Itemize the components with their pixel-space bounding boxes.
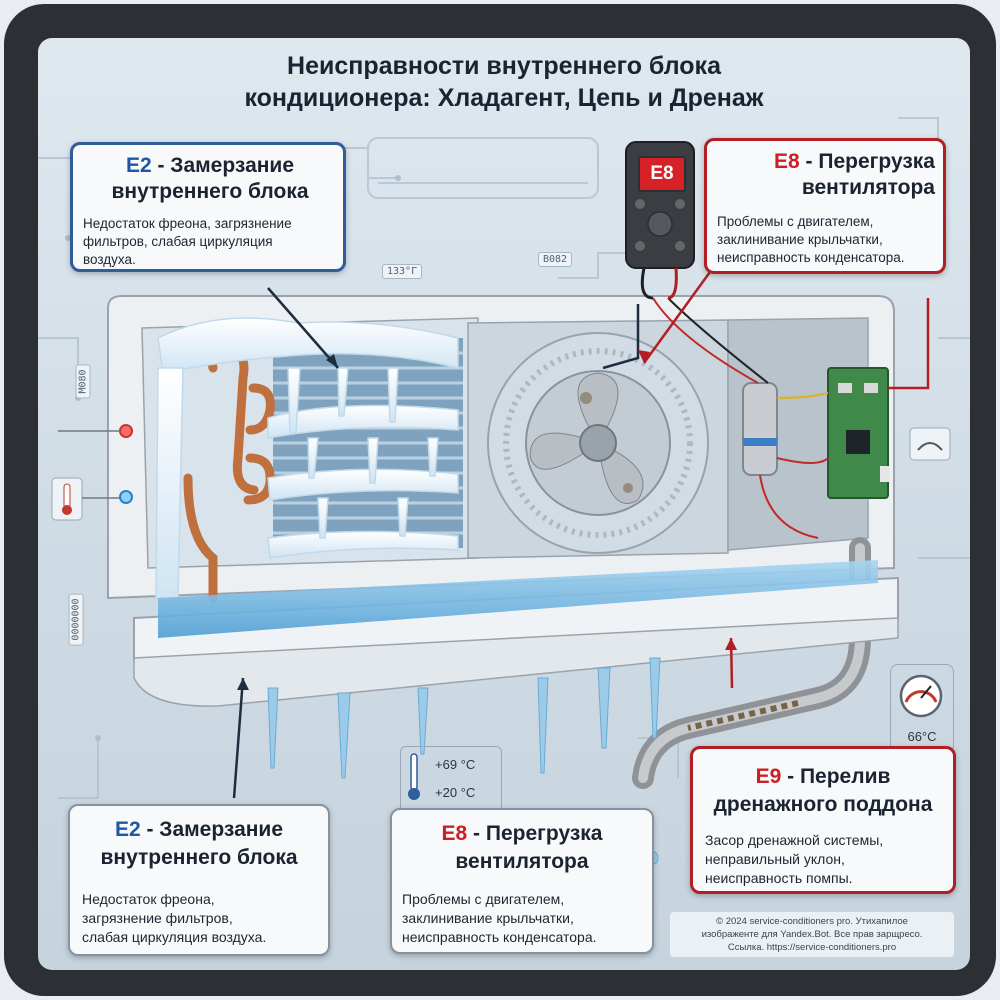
card-e2-top-body-line: Недостаток фреона, загрязнение xyxy=(83,216,292,231)
sensor-dots xyxy=(58,424,133,504)
card-e8-top-body: Проблемы с двигателем, заклинивание крыл… xyxy=(717,213,905,267)
card-e8-top-code: E8 xyxy=(774,150,800,173)
card-e8-bottom-heading: E8 - Перегрузка вентилятора xyxy=(400,820,644,876)
card-e2-top-code: E2 xyxy=(125,154,152,177)
temp-high: +69 °C xyxy=(435,757,476,772)
temperature-sensor-icon xyxy=(909,427,951,461)
ac-unit-diagram xyxy=(51,141,951,865)
card-e9-heading-line2: дренажного поддона xyxy=(713,793,933,816)
card-e9-body-line: неправильный уклон, xyxy=(705,851,845,867)
arrow-heads xyxy=(237,350,737,690)
card-e2-bottom-heading: E2 - Замерзание внутреннего блока xyxy=(78,816,320,872)
title-line-1: Неисправности внутреннего блока xyxy=(287,52,721,80)
readout-3: M080 xyxy=(75,364,91,399)
temperature-readout: +69 °C +20 °C xyxy=(400,746,502,814)
page-title: Неисправности внутреннего блока кондицио… xyxy=(38,50,970,114)
card-e8-top-body-line: неисправность конденсатора. xyxy=(717,250,905,265)
gauge-panel: 66°C xyxy=(890,664,954,754)
card-e2-top-heading-line2: внутреннего блока xyxy=(111,180,309,203)
card-e8-bottom-body: Проблемы с двигателем, заклинивание крыл… xyxy=(402,890,597,947)
tablet-frame: Неисправности внутреннего блока кондицио… xyxy=(4,4,996,996)
card-e2-bottom-heading-line2: внутреннего блока xyxy=(100,846,298,869)
fan-icon xyxy=(487,332,709,554)
copyright-notice: © 2024 service-conditioners pro. Утихапи… xyxy=(670,912,954,957)
card-e8-top-body-line: Проблемы с двигателем, xyxy=(717,214,874,229)
card-e9-body: Засор дренажной системы, неправильный ук… xyxy=(705,831,883,888)
card-e8-bottom-body-line: заклинивание крыльчатки, xyxy=(402,910,574,926)
card-e8-bottom-body-line: Проблемы с двигателем, xyxy=(402,891,565,907)
card-e8-bottom-heading-line2: вентилятора xyxy=(455,850,589,873)
card-e2-bottom-body-line: Недостаток фреона, xyxy=(82,891,215,907)
card-e8-bottom-body-line: неисправность конденсатора. xyxy=(402,929,597,945)
card-e9-body-line: неисправность помпы. xyxy=(705,870,853,886)
capacitor xyxy=(742,382,778,476)
gauge-icon xyxy=(899,674,943,718)
gauge-value: 66°C xyxy=(907,729,937,744)
infographic-screen: Неисправности внутреннего блока кондицио… xyxy=(38,38,970,970)
card-e2-bottom: E2 - Замерзание внутреннего блока Недост… xyxy=(68,804,330,956)
wiring xyxy=(652,297,829,539)
card-e2-bottom-body: Недостаток фреона, загрязнение фильтров,… xyxy=(82,890,266,947)
card-e2-top-heading-rest: - Замерзание xyxy=(151,154,295,177)
card-e8-bottom-code: E8 xyxy=(441,822,468,845)
card-e9-heading-rest: - Перелив xyxy=(781,765,891,788)
card-e9-body-line: Засор дренажной системы, xyxy=(705,832,884,848)
card-e2-top-body-line: воздуха. xyxy=(83,252,136,267)
card-e2-bottom-body-line: слабая циркуляция воздуха. xyxy=(82,929,267,945)
card-e8-bottom: E8 - Перегрузка вентилятора Проблемы с д… xyxy=(390,808,654,954)
card-e8-bottom-heading-rest: - Перегрузка xyxy=(467,822,603,845)
readout-2: B082 xyxy=(538,252,573,267)
control-board xyxy=(827,367,890,499)
copyright-line: изображенте для Yandex.Bot. Все прав зар… xyxy=(701,929,923,940)
card-e2-bottom-heading-rest: - Замерзание xyxy=(140,818,284,841)
copyright-line: © 2024 service-conditioners pro. Утихапи… xyxy=(716,916,908,927)
card-e2-top-heading: E2 - Замерзание внутреннего блока xyxy=(85,153,335,205)
card-e9: E9 - Перелив дренажного поддона Засор др… xyxy=(690,746,956,894)
drain-tray xyxy=(133,560,899,707)
card-e9-code: E9 xyxy=(755,765,782,788)
card-e8-top-heading: E8 - Перегрузка вентилятора xyxy=(715,149,935,201)
temp-low: +20 °C xyxy=(435,785,476,800)
card-e2-bottom-code: E2 xyxy=(114,818,141,841)
card-e8-top-body-line: заклинивание крыльчатки, xyxy=(717,232,883,247)
thermometer-icon xyxy=(51,477,83,521)
card-e2-top-body: Недостаток фреона, загрязнение фильтров,… xyxy=(83,215,292,269)
readout-1: 133°Г xyxy=(382,264,423,279)
readout-4: 0000000 xyxy=(68,593,84,646)
drain-pipe xyxy=(632,537,871,789)
card-e8-top: E8 - Перегрузка вентилятора Проблемы с д… xyxy=(704,138,946,274)
card-e9-heading: E9 - Перелив дренажного поддона xyxy=(701,763,945,819)
card-e2-bottom-body-line: загрязнение фильтров, xyxy=(82,910,233,926)
card-e8-top-heading-rest: - Перегрузка xyxy=(799,150,935,173)
card-e8-top-heading-line2: вентилятора xyxy=(801,176,935,199)
card-e2-top: E2 - Замерзание внутреннего блока Недост… xyxy=(70,142,346,272)
copyright-link[interactable]: Ссылка. https://service-conditioners.pro xyxy=(727,942,897,953)
thermometer-small-icon xyxy=(408,753,420,800)
multimeter-display: E8 xyxy=(638,156,686,192)
title-line-2: кондиционера: Хладагент, Цепь и Дренаж xyxy=(244,84,764,112)
ice-buildup xyxy=(155,317,459,599)
card-e2-top-body-line: фильтров, слабая циркуляция xyxy=(83,234,273,249)
